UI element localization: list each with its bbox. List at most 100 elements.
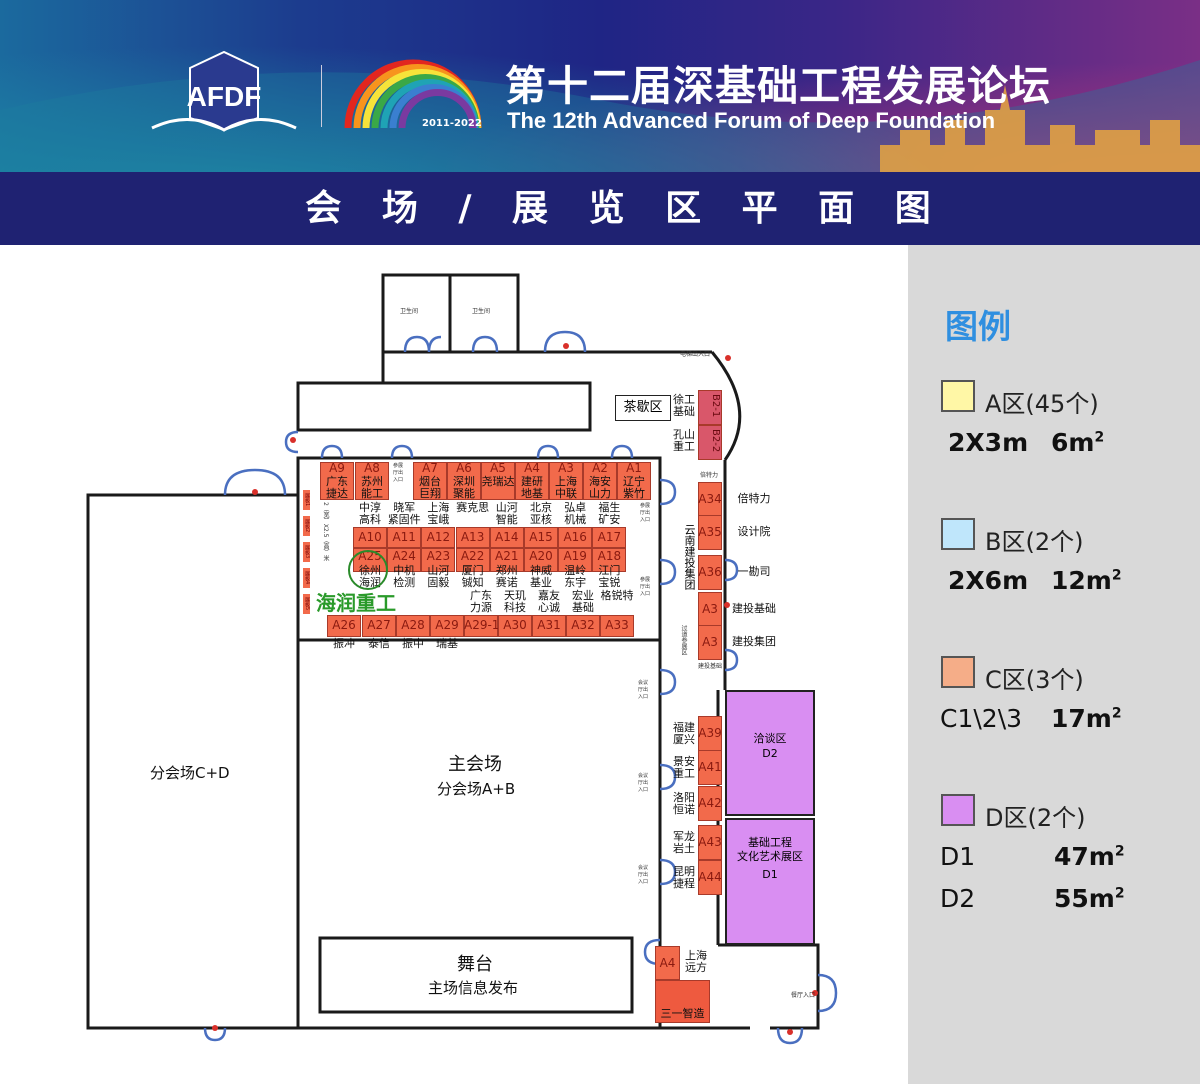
exhibit-door-label: 参展 厅出 入口	[640, 503, 651, 523]
booth-id: A14	[495, 530, 519, 544]
booth[interactable]	[698, 625, 722, 660]
booth-company: 上海 远方	[685, 949, 707, 974]
booth[interactable]	[327, 615, 361, 637]
booth[interactable]	[558, 548, 593, 572]
booth[interactable]	[524, 527, 558, 548]
booth[interactable]	[698, 592, 722, 627]
display-panel: 展板3	[303, 542, 310, 562]
booth[interactable]	[455, 548, 490, 572]
booth-company: 福生 矿安	[598, 501, 621, 526]
page-title: 会 场 / 展 览 区 平 面 图	[0, 172, 1200, 245]
exhibit-door-label: 参展 厅出 入口	[640, 577, 651, 597]
booth[interactable]	[532, 615, 566, 637]
booth[interactable]	[698, 555, 722, 590]
booth-company: 格锐特	[600, 589, 634, 602]
zone-d2-id: D2	[762, 747, 778, 760]
booth[interactable]	[387, 527, 422, 548]
booth[interactable]	[600, 615, 634, 637]
legend-area-value: 47m	[1054, 842, 1115, 871]
booth[interactable]	[455, 527, 490, 548]
tea-break-area: 茶歇区	[615, 395, 671, 421]
booth[interactable]	[698, 515, 722, 550]
booth[interactable]	[698, 716, 722, 751]
booth[interactable]	[515, 462, 549, 500]
booth[interactable]	[464, 615, 498, 637]
zone-d1[interactable]: 基础工程 文化艺术展区 D1	[725, 818, 815, 945]
meeting-door-label: 会议 厅出 入口	[638, 865, 649, 885]
booth[interactable]	[430, 615, 464, 637]
booth-company: 广东 力源	[470, 589, 492, 614]
booth-id: A4	[524, 461, 540, 475]
booth[interactable]	[655, 980, 710, 1023]
booth-company: 洛阳 恒诺	[673, 791, 695, 816]
booth[interactable]	[353, 527, 387, 548]
booth-id: A32	[571, 618, 595, 632]
legend-area: 17m2	[1051, 704, 1122, 733]
booth[interactable]	[592, 548, 627, 572]
booth[interactable]	[362, 615, 396, 637]
booth-id: A41	[698, 760, 722, 774]
booth-company: 徐工 基础	[673, 393, 695, 418]
booth-company: 辽宁 紫竹	[623, 475, 645, 500]
booth-company: 温岭 东宇	[564, 564, 587, 589]
booth[interactable]	[498, 615, 532, 637]
booth-id: A3	[702, 635, 718, 649]
booth-company: 三一智造	[660, 1007, 705, 1020]
legend-title: 图例	[945, 307, 1011, 346]
booth[interactable]	[592, 527, 627, 548]
booth[interactable]	[481, 462, 515, 500]
booth-company: 弘卓 机械	[564, 501, 587, 526]
rainbow-logo	[344, 59, 482, 129]
booth[interactable]	[698, 425, 722, 460]
yunnan-group-label: 云南建投集团	[683, 524, 696, 590]
booth-company: 深圳 聚能	[453, 475, 475, 500]
booth[interactable]	[320, 462, 354, 500]
restaurant-door-label: 餐厅入口	[791, 992, 816, 999]
booth-id: A39	[698, 726, 722, 740]
booth-id: A34	[698, 492, 722, 506]
booth[interactable]	[489, 527, 524, 548]
booth-id: A3	[558, 461, 574, 475]
booth-id: A11	[392, 530, 416, 544]
booth[interactable]	[583, 462, 617, 500]
booth[interactable]	[558, 527, 593, 548]
booth-company: 江门 宝锐	[598, 564, 621, 589]
booth[interactable]	[698, 482, 722, 517]
zone-d2[interactable]: 洽谈区 D2	[725, 690, 815, 816]
booth-company: 山河 固毅	[427, 564, 450, 589]
booth[interactable]	[698, 825, 722, 860]
booth[interactable]	[617, 462, 651, 500]
booth[interactable]	[524, 548, 558, 572]
booth[interactable]	[655, 946, 680, 980]
elevator-door-label: 电梯出入口	[680, 351, 711, 358]
booth[interactable]	[355, 462, 389, 500]
booth[interactable]	[698, 860, 722, 895]
booth[interactable]	[489, 548, 524, 572]
booth-id: A3	[702, 602, 718, 616]
meeting-door-label: 会议 厅出 入口	[638, 773, 649, 793]
booth[interactable]	[549, 462, 583, 500]
booth-id: A15	[529, 530, 553, 544]
booth[interactable]	[447, 462, 481, 500]
booth[interactable]	[396, 615, 430, 637]
booth-id: A35	[698, 525, 722, 539]
booth-id: A28	[401, 618, 425, 632]
booth[interactable]	[698, 786, 722, 821]
booth[interactable]	[413, 462, 447, 500]
legend-zone-name: A区(45个)	[985, 390, 1099, 418]
booth[interactable]	[421, 548, 456, 572]
booth[interactable]	[698, 750, 722, 785]
booth-company: 赛克思	[456, 501, 490, 514]
legend-area-value: 17m	[1051, 704, 1112, 733]
legend-zone-name: C区(3个)	[985, 666, 1084, 694]
booth[interactable]	[566, 615, 600, 637]
booth[interactable]	[698, 390, 722, 425]
booth-id: A43	[698, 835, 722, 849]
booth-company: 上海 宝峨	[427, 501, 450, 526]
legend-swatch	[941, 518, 975, 550]
booth-company: 宏业 基础	[572, 589, 594, 614]
anniversary-text: 2011-2022	[422, 118, 482, 129]
booth[interactable]	[421, 527, 456, 548]
booth[interactable]	[387, 548, 422, 572]
legend-area-value: 6m	[1051, 428, 1095, 457]
